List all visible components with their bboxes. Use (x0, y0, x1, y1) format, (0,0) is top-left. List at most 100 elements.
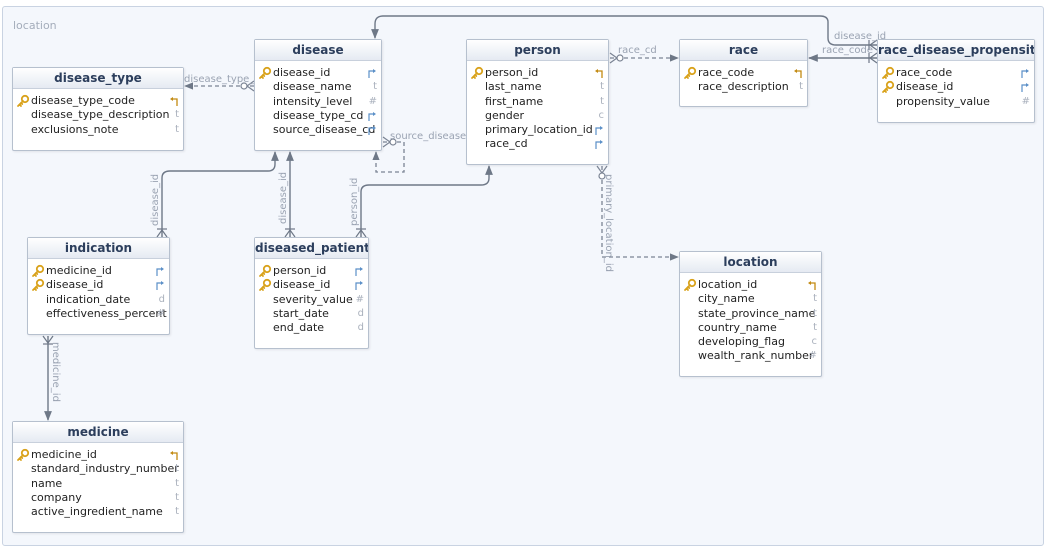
entity-title: disease_type (13, 68, 183, 89)
foreign-key-icon (368, 109, 377, 126)
field-row[interactable]: disease_id (878, 80, 1034, 94)
relationship-source-disease-cd[interactable]: source_disease_cd (372, 131, 483, 173)
field-name: race_code (698, 66, 755, 79)
relationship-indication-medicine-id[interactable]: medicine_id (42, 335, 61, 421)
relationship-rdp-race-code[interactable]: race_code (808, 45, 878, 64)
field-name: wealth_rank_number (698, 349, 814, 363)
field-name: location_id (698, 278, 758, 291)
field-name: disease_type_description (31, 108, 170, 122)
field-name: primary_location_id (485, 123, 593, 137)
rel-label-rdp-race-code: race_code (822, 45, 873, 56)
field-row[interactable]: person_id (467, 66, 608, 80)
field-row[interactable]: wealth_rank_number# (680, 349, 821, 363)
field-row[interactable]: propensity_value# (878, 95, 1034, 109)
field-name: race_cd (485, 137, 528, 151)
field-name: standard_industry_number (31, 462, 179, 476)
relationship-primary-location-id[interactable]: primary_location_id (596, 165, 679, 272)
field-type: t (175, 491, 179, 503)
key-reference-icon (595, 66, 604, 83)
field-row[interactable]: location_id (680, 278, 821, 292)
field-type: t (175, 506, 179, 518)
key-reference-icon (170, 448, 179, 465)
field-name: race_code (896, 66, 953, 79)
group-title: location (13, 19, 57, 32)
field-name: source_disease_cd (273, 123, 376, 137)
field-row[interactable]: effectiveness_percent# (28, 307, 169, 321)
field-type: t (813, 307, 817, 319)
primary-key-icon (881, 66, 895, 80)
field-row[interactable]: race_code (878, 66, 1034, 80)
field-row[interactable]: disease_id (255, 66, 381, 80)
field-name: disease_type_cd (273, 108, 364, 122)
field-name: indication_date (46, 292, 131, 306)
entity-title: person (467, 40, 608, 61)
field-row[interactable]: primary_location_id (467, 123, 608, 137)
relationship-indication-disease-id[interactable]: disease_id (150, 151, 279, 238)
field-type: # (808, 350, 817, 362)
primary-key-icon (16, 94, 30, 108)
relationship-disease-type-cd[interactable]: disease_type_cd (184, 74, 266, 92)
field-name: person_id (485, 66, 539, 79)
rel-label-primary-location-id: primary_location_id (603, 174, 614, 272)
field-row[interactable]: medicine_id (28, 264, 169, 278)
relationship-race-cd[interactable]: race_cd (609, 45, 679, 64)
field-row[interactable]: disease_type_code (13, 94, 183, 108)
relationship-rdp-disease-id[interactable]: disease_id (371, 15, 886, 51)
field-row[interactable]: intensity_level# (255, 95, 381, 109)
field-row[interactable]: disease_id (255, 278, 368, 292)
foreign-key-icon (368, 66, 377, 83)
key-reference-icon (170, 94, 179, 111)
field-name: start_date (273, 306, 329, 320)
field-row[interactable]: source_disease_cd (255, 123, 381, 137)
field-row[interactable]: disease_type_cd (255, 109, 381, 123)
primary-key-icon (683, 66, 697, 80)
field-row[interactable]: severity_value# (255, 293, 368, 307)
key-reference-icon (808, 278, 817, 295)
relationship-patient-person-id[interactable]: person_id (349, 165, 493, 238)
field-type: t (799, 81, 803, 93)
field-row[interactable]: race_code (680, 66, 807, 80)
field-name: medicine_id (46, 264, 112, 277)
field-row[interactable]: race_cd (467, 137, 608, 151)
field-name: disease_name (273, 80, 352, 94)
relationship-patient-disease-id[interactable]: disease_id (278, 151, 296, 238)
field-type: # (156, 307, 165, 319)
field-name: last_name (485, 80, 542, 94)
field-row[interactable]: person_id (255, 264, 368, 278)
field-name: disease_id (46, 278, 104, 292)
entity-title: disease (255, 40, 381, 61)
primary-key-icon (258, 278, 272, 292)
field-row[interactable]: medicine_id (13, 448, 183, 462)
field-row[interactable]: disease_id (28, 278, 169, 292)
